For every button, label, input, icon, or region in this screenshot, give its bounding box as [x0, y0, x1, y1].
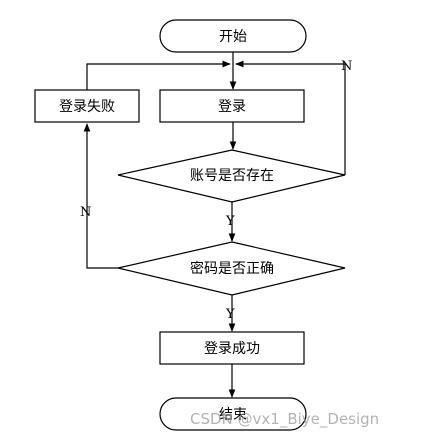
login-failed-label: 登录失败: [59, 99, 115, 115]
edge-account-no: [235, 60, 346, 175]
end-label: 结束: [219, 407, 247, 423]
login-failed-node: [34, 89, 140, 123]
login-success-node: [159, 331, 305, 365]
account-yes-label: Y: [225, 214, 235, 229]
end-node: [159, 397, 307, 431]
password-no-label: N: [80, 205, 91, 220]
password-check-label: 密码是否正确: [190, 260, 274, 277]
login-node: [159, 89, 305, 123]
start-label: 开始: [219, 29, 247, 45]
login-label: 登录: [218, 99, 246, 115]
account-no-label: N: [341, 59, 352, 74]
watermark-text: CSDN @vx1_Biye_Design: [190, 410, 379, 429]
password-yes-label: Y: [225, 307, 235, 322]
edge-failed-to-join: [86, 60, 231, 90]
edge-password-no: [83, 123, 118, 269]
login-success-label: 登录成功: [204, 341, 260, 357]
account-check-label: 账号是否存在: [190, 168, 274, 184]
